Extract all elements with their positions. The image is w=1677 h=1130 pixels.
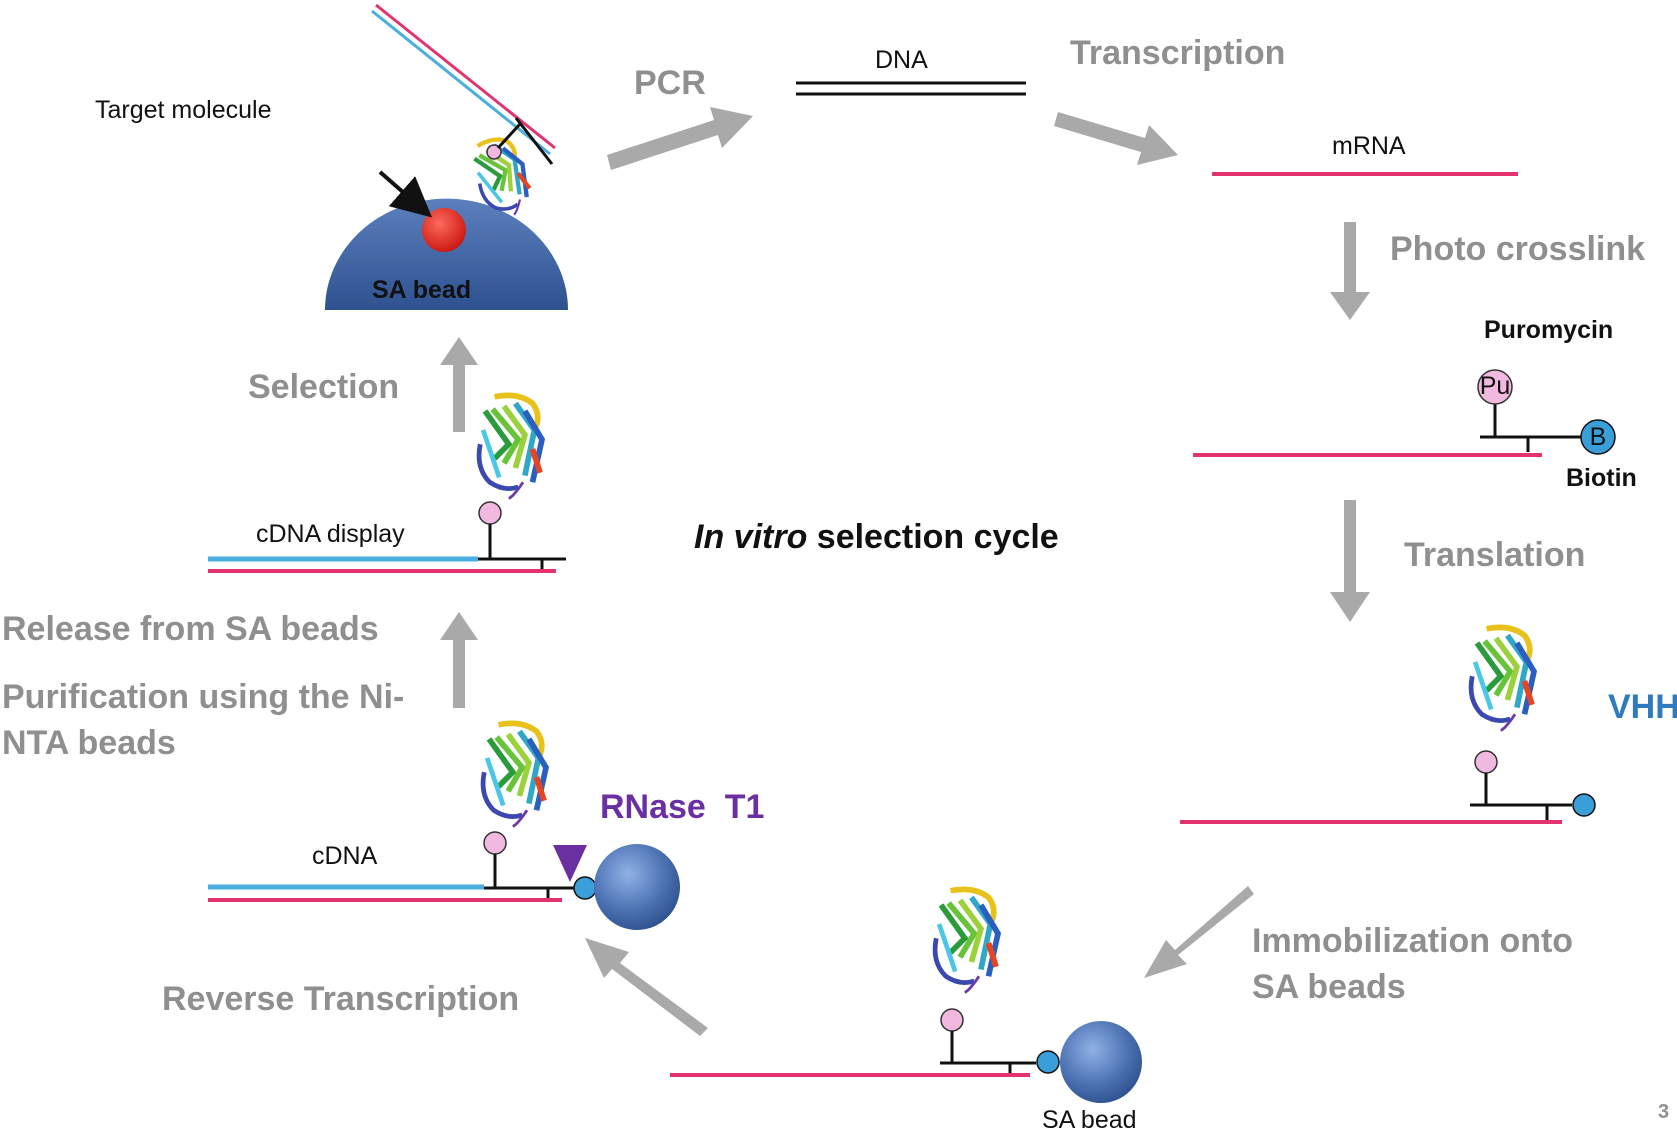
- puromycin-circle-icon: [478, 501, 502, 525]
- linker-bar: [514, 117, 554, 165]
- arrow-translation: [1330, 500, 1370, 622]
- step-pcr: PCR: [634, 64, 706, 102]
- step-translation: Translation: [1404, 536, 1585, 574]
- pu-label: Pu: [1480, 372, 1511, 400]
- arrow-selection: [440, 337, 478, 432]
- step-release: Release from SA beads: [2, 610, 379, 648]
- arrow-reverse: [585, 938, 708, 1036]
- puromycin-label: Puromycin: [1484, 316, 1613, 344]
- biotin-label: Biotin: [1566, 464, 1637, 492]
- biotin-circle-icon: [1036, 1050, 1060, 1074]
- sa-bead-top-label: SA bead: [372, 276, 471, 304]
- target-pointer-arrow: [378, 170, 433, 218]
- sa-bead-dome-icon: [325, 198, 568, 310]
- vhh-fusion: VHH: [1180, 627, 1677, 824]
- center-title-rest: selection cycle: [807, 518, 1058, 556]
- arrow-transcription: [1054, 112, 1178, 165]
- sa-bead-bottom-label: SA bead: [1042, 1106, 1137, 1130]
- cdna-label: cDNA: [312, 842, 378, 870]
- biotin-circle-icon: [573, 876, 597, 900]
- target-complex: SA bead Target molecule: [95, 3, 568, 310]
- step-immobilization-1: Immobilization onto: [1252, 922, 1573, 960]
- cdna-rnase-complex: cDNA RNase T1: [208, 723, 764, 930]
- linker-stem: [496, 122, 522, 150]
- mrna-strand: [375, 3, 556, 150]
- rnase-t1-label: RNase T1: [600, 788, 764, 826]
- protein-ribbon-icon: [935, 889, 998, 992]
- immobilized-complex: SA bead: [670, 889, 1142, 1130]
- center-title: In vitro selection cycle: [694, 518, 1059, 556]
- dna-label: DNA: [875, 46, 928, 74]
- arrow-release: [440, 612, 478, 708]
- vhh-label: VHH: [1608, 688, 1677, 726]
- protein-ribbon-icon: [1471, 627, 1534, 730]
- b-label: B: [1590, 423, 1607, 451]
- biotin-circle-icon: [1580, 419, 1616, 455]
- page-number: 3: [1658, 1101, 1669, 1123]
- puromycin-circle-icon: [1477, 369, 1513, 405]
- cycle-arrows: [440, 107, 1370, 1036]
- cdna-strand: [371, 9, 551, 156]
- step-reverse-transcription: Reverse Transcription: [162, 980, 519, 1018]
- bead-icon: [594, 844, 680, 930]
- puromycin-circle-icon: [483, 831, 507, 855]
- puromycin-linker: Puromycin Pu B Biotin: [1193, 316, 1637, 492]
- dna-duplex: DNA: [796, 46, 1026, 96]
- target-molecule-label: Target molecule: [95, 96, 271, 124]
- puromycin-circle-icon: [486, 144, 502, 160]
- protein-ribbon-icon: [479, 395, 542, 498]
- biotin-circle-icon: [1572, 793, 1596, 817]
- arrow-photo: [1330, 222, 1370, 320]
- step-photo-crosslink: Photo crosslink: [1390, 230, 1645, 268]
- step-immobilization-2: SA beads: [1252, 968, 1406, 1006]
- bead-icon: [1060, 1021, 1142, 1103]
- arrow-pcr: [607, 107, 753, 170]
- rnase-triangle-icon: [553, 845, 587, 882]
- puromycin-circle-icon: [940, 1008, 964, 1032]
- mrna-strand-top: mRNA: [1212, 132, 1518, 176]
- step-purification-1: Purification using the Ni-: [2, 678, 404, 716]
- center-title-italic: In vitro: [694, 518, 807, 556]
- mrna-label: mRNA: [1332, 132, 1406, 160]
- target-sphere-icon: [422, 208, 466, 252]
- step-selection: Selection: [248, 368, 399, 406]
- protein-ribbon-icon: [483, 723, 546, 826]
- step-purification-2: NTA beads: [2, 724, 176, 762]
- step-transcription: Transcription: [1070, 34, 1285, 72]
- arrow-immobilization: [1144, 886, 1254, 978]
- cdna-display-label: cDNA display: [256, 520, 405, 548]
- cdna-display-complex: cDNA display: [208, 395, 566, 573]
- puromycin-circle-icon: [1474, 750, 1498, 774]
